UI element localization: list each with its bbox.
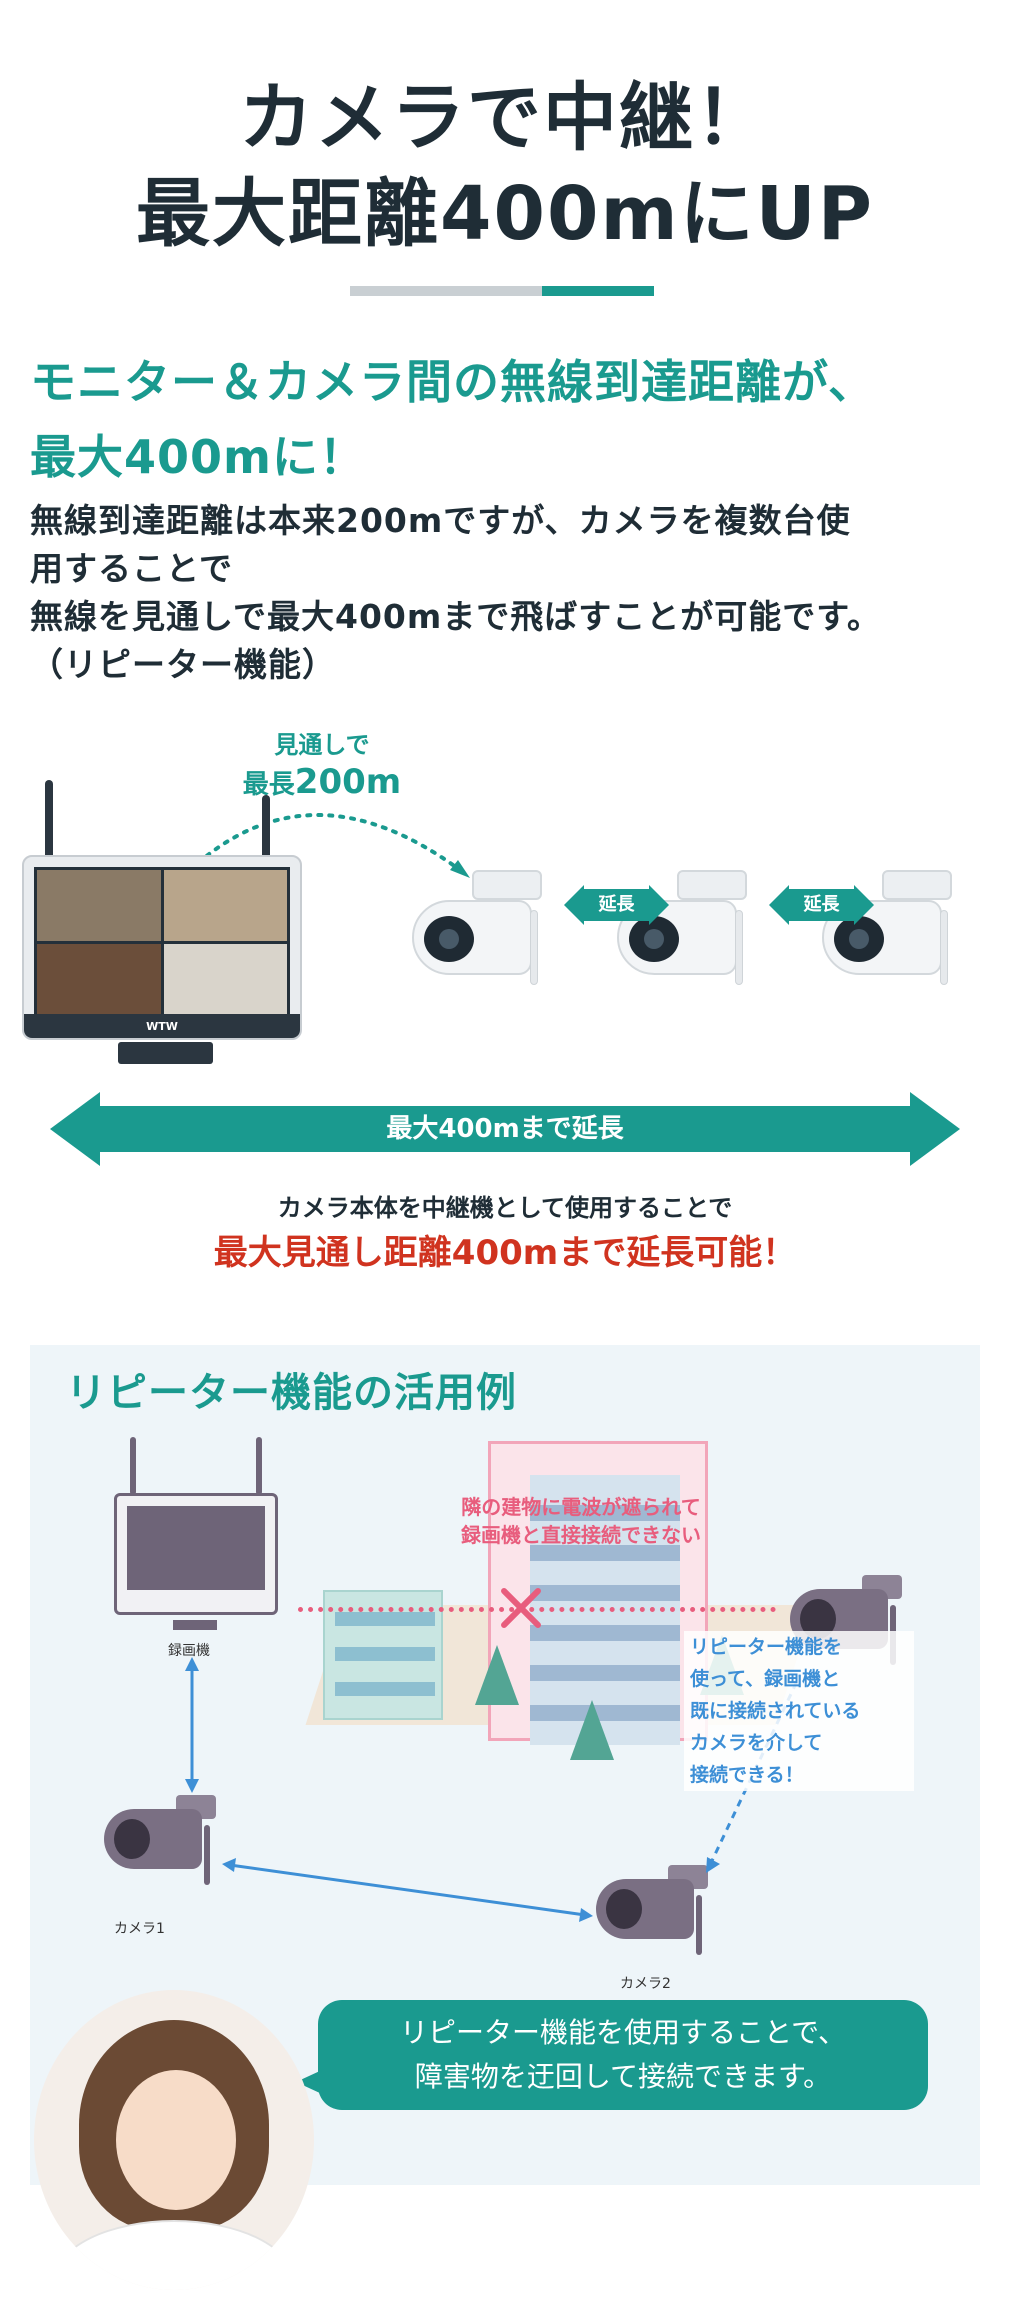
monitor-stand <box>118 1042 213 1064</box>
max-range-arrow: 最大400mまで延長 <box>50 1092 960 1166</box>
hero-line-1: カメラで中継！ <box>239 75 771 161</box>
camera-image <box>617 870 757 985</box>
relay-highlight: 最大見通し距離400mまで延長可能！ <box>213 1233 797 1273</box>
camera-image <box>822 870 962 985</box>
extend-tag: 延長 <box>564 885 669 925</box>
camera-1-image <box>104 1795 224 1885</box>
range-prefix: 最長 <box>242 770 295 800</box>
speech-bubble: リピーター機能を使用することで、 障害物を迂回して接続できます。 <box>296 2000 928 2110</box>
antenna-icon <box>45 780 53 875</box>
title-divider <box>350 286 654 296</box>
lead-body-1: 無線到達距離は本来200mですが、カメラを複数台使 <box>30 501 851 540</box>
tree-icon <box>475 1645 519 1705</box>
antenna-icon <box>262 795 270 890</box>
lead-headline-1: モニター＆カメラ間の無線到達距離が、 <box>30 355 876 409</box>
system-diagram: 見通しで 最長200m WTW 延長 延長 最大400mまで延長 カメラ本体を中… <box>0 720 1010 1280</box>
recorder-stand <box>173 1620 217 1630</box>
relay-caption: カメラ本体を中継機として使用することで <box>277 1194 733 1222</box>
lead-section: モニター＆カメラ間の無線到達距離が、 最大400mに！ 無線到達距離は本来200… <box>30 345 990 687</box>
usage-example-panel: リピーター機能の活用例 隣の建物に電波が遮られて 録画機と直接接続できない 録画… <box>30 1345 980 2185</box>
repeater-note: リピーター機能を 使って、録画機と 既に接続されている カメラを介して 接続でき… <box>684 1631 914 1791</box>
lead-body-2: 用することで <box>30 549 234 588</box>
hero-title: カメラで中継！ 最大距離400mにUP <box>0 70 1010 262</box>
range-label: 見通しで 最長200m <box>242 731 402 802</box>
lead-headline-2: 最大400mに！ <box>30 430 366 484</box>
camera-2-image <box>596 1865 716 1955</box>
blocked-note: 隣の建物に電波が遮られて 録画機と直接接続できない <box>461 1495 701 1547</box>
camera-image <box>412 870 552 985</box>
recorder-label: 録画機 <box>168 1643 210 1659</box>
recorder-image <box>114 1493 278 1615</box>
hero-line-2: 最大距離400mにUP <box>136 171 874 257</box>
presenter-avatar <box>34 1990 314 2290</box>
extend-tag: 延長 <box>769 885 874 925</box>
range-value: 200m <box>294 762 402 802</box>
camera-1-label: カメラ1 <box>114 1921 165 1937</box>
monitor-image: WTW <box>22 855 302 1040</box>
tree-icon <box>570 1700 614 1760</box>
antenna-icon <box>130 1437 136 1495</box>
usage-title: リピーター機能の活用例 <box>66 1370 517 1416</box>
lead-body-3: 無線を見通しで最大400mまで飛ばすことが可能です。 <box>30 597 881 636</box>
antenna-icon <box>256 1437 262 1495</box>
monitor-brand: WTW <box>146 1020 178 1033</box>
camera-2-label: カメラ2 <box>620 1976 671 1992</box>
lead-body-4: （リピーター機能） <box>30 645 336 684</box>
max-range-label: 最大400mまで延長 <box>386 1114 624 1144</box>
